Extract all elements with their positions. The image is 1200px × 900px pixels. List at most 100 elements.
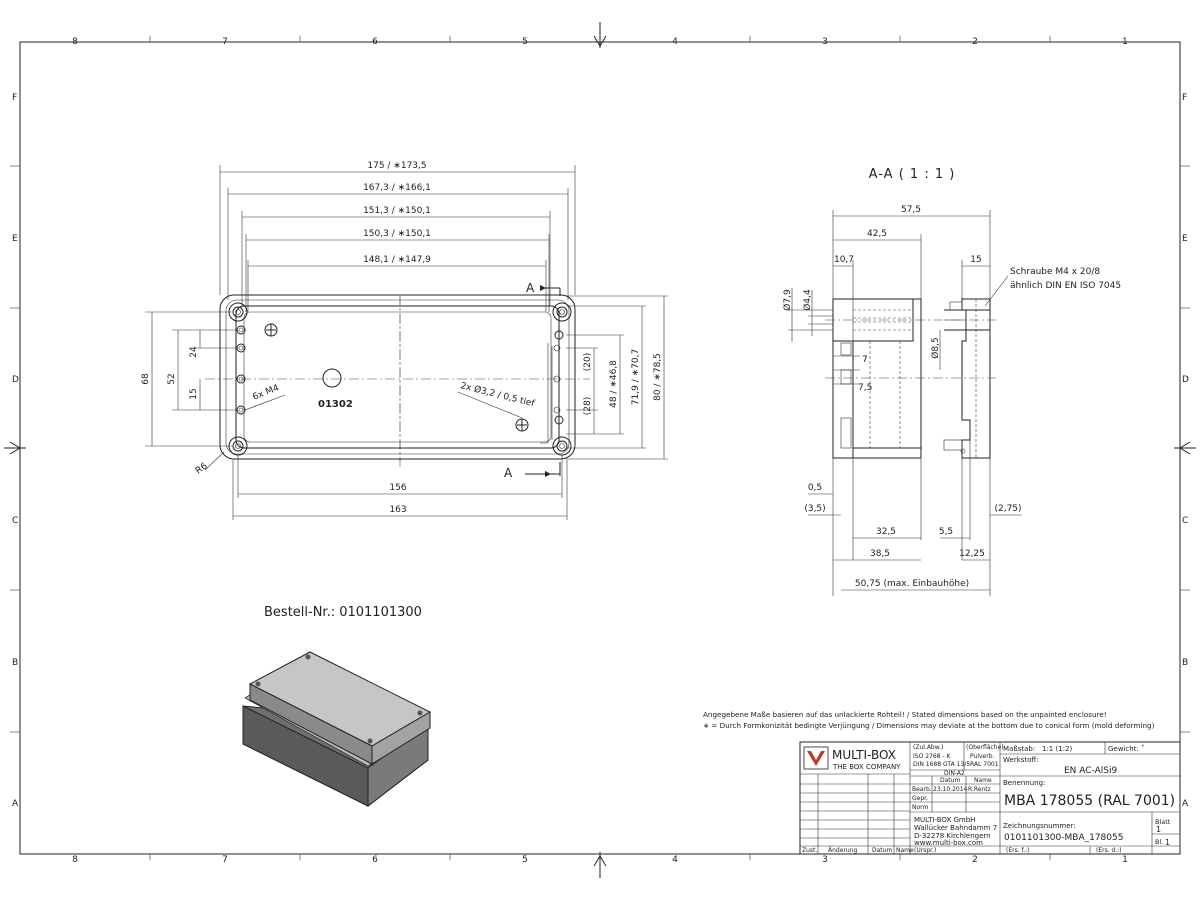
dimension-label: 15	[970, 255, 981, 265]
dimension-label: 48 / ∗46,8	[609, 360, 619, 408]
origin-label: (Urspr.)	[914, 847, 936, 854]
dimension-label: 71,9 / ∗70,7	[631, 349, 641, 405]
dimension-label: 163	[389, 505, 406, 515]
frame-top-number: 2	[972, 37, 978, 47]
tolerance-iso: ISO 2768 - K	[913, 753, 951, 760]
change-date-label: Datum	[872, 847, 892, 854]
dimension-label: 148,1 / ∗147,9	[363, 255, 431, 265]
frame-side-letter: D	[12, 375, 19, 385]
dimension-label: 15	[189, 388, 199, 399]
front-view: A A 175 / ∗173,5 167,3 / ∗166,1 151,3 / …	[141, 161, 668, 520]
section-view: A-A ( 1 : 1 )	[782, 167, 1121, 596]
checked-label: Gepr.	[912, 795, 928, 802]
frame-side-letter: E	[1182, 234, 1188, 244]
tolerance-label: (Zul.Abw.)	[913, 744, 943, 751]
frame-top-number: 5	[522, 37, 528, 47]
section-title: A-A ( 1 : 1 )	[869, 167, 956, 182]
note-line: Angegebene Maße basieren auf das unlacki…	[703, 710, 1107, 719]
frame-top-number: 8	[72, 37, 78, 47]
company-name: MULTI-BOX GmbH	[914, 816, 975, 824]
dimension-label: 80 / ∗78,5	[653, 353, 663, 401]
frame-side-letter: A	[1182, 799, 1189, 809]
drawing-number-value: 0101101300-MBA_178055	[1004, 833, 1123, 843]
dimension-label: 50,75 (max. Einbauhöhe)	[855, 579, 969, 589]
section-marker: A A	[399, 281, 561, 480]
frame-bottom-number: 7	[222, 855, 228, 865]
norm-label: Norm	[912, 804, 929, 811]
hole-label: 2x Ø3,2 / 0,5 tief	[459, 380, 536, 409]
screw-boss-icon	[228, 302, 572, 456]
replaces-label: (Ers. f.:)	[1006, 847, 1029, 854]
dimension-label: 32,5	[876, 527, 896, 537]
drawn-label: Bearb.	[912, 786, 932, 793]
drawing-frame: 8 7 6 5 4 3 2 1 8 7 6 5 4 3 2 1 F E D C …	[4, 22, 1196, 878]
dimension-label: 156	[389, 483, 406, 493]
frame-bottom-number: 1	[1122, 855, 1128, 865]
dimension-label: 10,7	[834, 255, 854, 265]
dimension-label: (20)	[583, 353, 593, 371]
dimension-label: 57,5	[901, 205, 921, 215]
frame-side-letter: B	[12, 658, 18, 668]
drawing-number-label: Zeichnungsnummer:	[1003, 822, 1076, 830]
dimension-label: Ø8,5	[930, 337, 941, 358]
weight-label: Gewicht: ˚	[1108, 745, 1145, 753]
thread-label: 6x M4	[251, 383, 280, 403]
frame-side-letter: C	[12, 516, 18, 526]
dimension-label: 7	[862, 355, 868, 365]
scale-value: 1:1 (1:2)	[1042, 745, 1072, 753]
frame-bottom-number: 4	[672, 855, 678, 865]
company-web: www.multi-box.com	[914, 839, 983, 847]
dimension-label: 175 / ∗173,5	[367, 161, 426, 171]
material-value: EN AC-AlSi9	[1064, 766, 1117, 776]
paper-format: DIN-A2	[944, 770, 965, 777]
order-number: Bestell-Nr.: 0101101300	[264, 605, 422, 620]
dimension-label: 38,5	[870, 549, 890, 559]
dimension-label: 42,5	[867, 229, 887, 239]
frame-side-letter: F	[12, 93, 17, 103]
frame-bottom-number: 6	[372, 855, 378, 865]
radius-label: R6	[194, 461, 210, 476]
sheets-label: Bl.	[1155, 838, 1163, 846]
company-city: D-32278 Kirchlengern	[914, 832, 991, 840]
dimension-label: 0,5	[808, 483, 822, 493]
date-header: Datum	[940, 777, 960, 784]
multibox-logo: MULTI-BOX THE BOX COMPANY	[803, 746, 901, 771]
dimension-label: (2,75)	[994, 504, 1021, 514]
sheet-value: 1	[1156, 825, 1161, 834]
center-hole-icon	[322, 368, 342, 388]
screw-note: ähnlich DIN EN ISO 7045	[1010, 281, 1121, 291]
dimension-label: 167,3 / ∗166,1	[363, 183, 431, 193]
dimension-label: 52	[167, 373, 177, 384]
dimension-label: 5,5	[939, 527, 953, 537]
frame-top-number: 1	[1122, 37, 1128, 47]
designation-value: MBA 178055 (RAL 7001)	[1004, 793, 1175, 809]
title-block: MULTI-BOX THE BOX COMPANY (Zul.Abw.) ISO…	[799, 741, 1181, 855]
dimension-label: 24	[189, 346, 199, 358]
ejector-mark-icon	[264, 323, 529, 432]
frame-side-letter: E	[12, 234, 18, 244]
frame-side-letter: F	[1182, 93, 1187, 103]
tolerance-din: DIN 1688 GTA 13/5	[913, 761, 970, 768]
change-label: Änderung	[828, 847, 857, 854]
frame-side-letter: A	[12, 799, 19, 809]
scale-label: Maßstab:	[1003, 745, 1035, 753]
surface-label: (Oberfläche)	[966, 744, 1004, 751]
part-code: 01302	[318, 399, 353, 410]
frame-top-number: 7	[222, 37, 228, 47]
sheets-value: 1	[1165, 838, 1170, 847]
frame-bottom-number: 3	[822, 855, 828, 865]
isometric-view	[242, 651, 432, 808]
frame-side-letter: C	[1182, 516, 1188, 526]
section-body-left	[832, 298, 922, 459]
name-header: Name	[974, 777, 992, 784]
section-lid-right	[943, 298, 991, 459]
dimension-label: Ø4,4	[802, 289, 813, 311]
company-street: Wallücker Bahndamm 7	[914, 824, 997, 832]
dimension-label: 12,25	[959, 549, 985, 559]
logo-subtitle: THE BOX COMPANY	[832, 763, 901, 771]
dimension-label: Ø7,9	[782, 289, 793, 311]
dimension-label: (28)	[583, 397, 593, 415]
frame-side-letter: B	[1182, 658, 1188, 668]
dimension-label: 151,3 / ∗150,1	[363, 206, 431, 216]
